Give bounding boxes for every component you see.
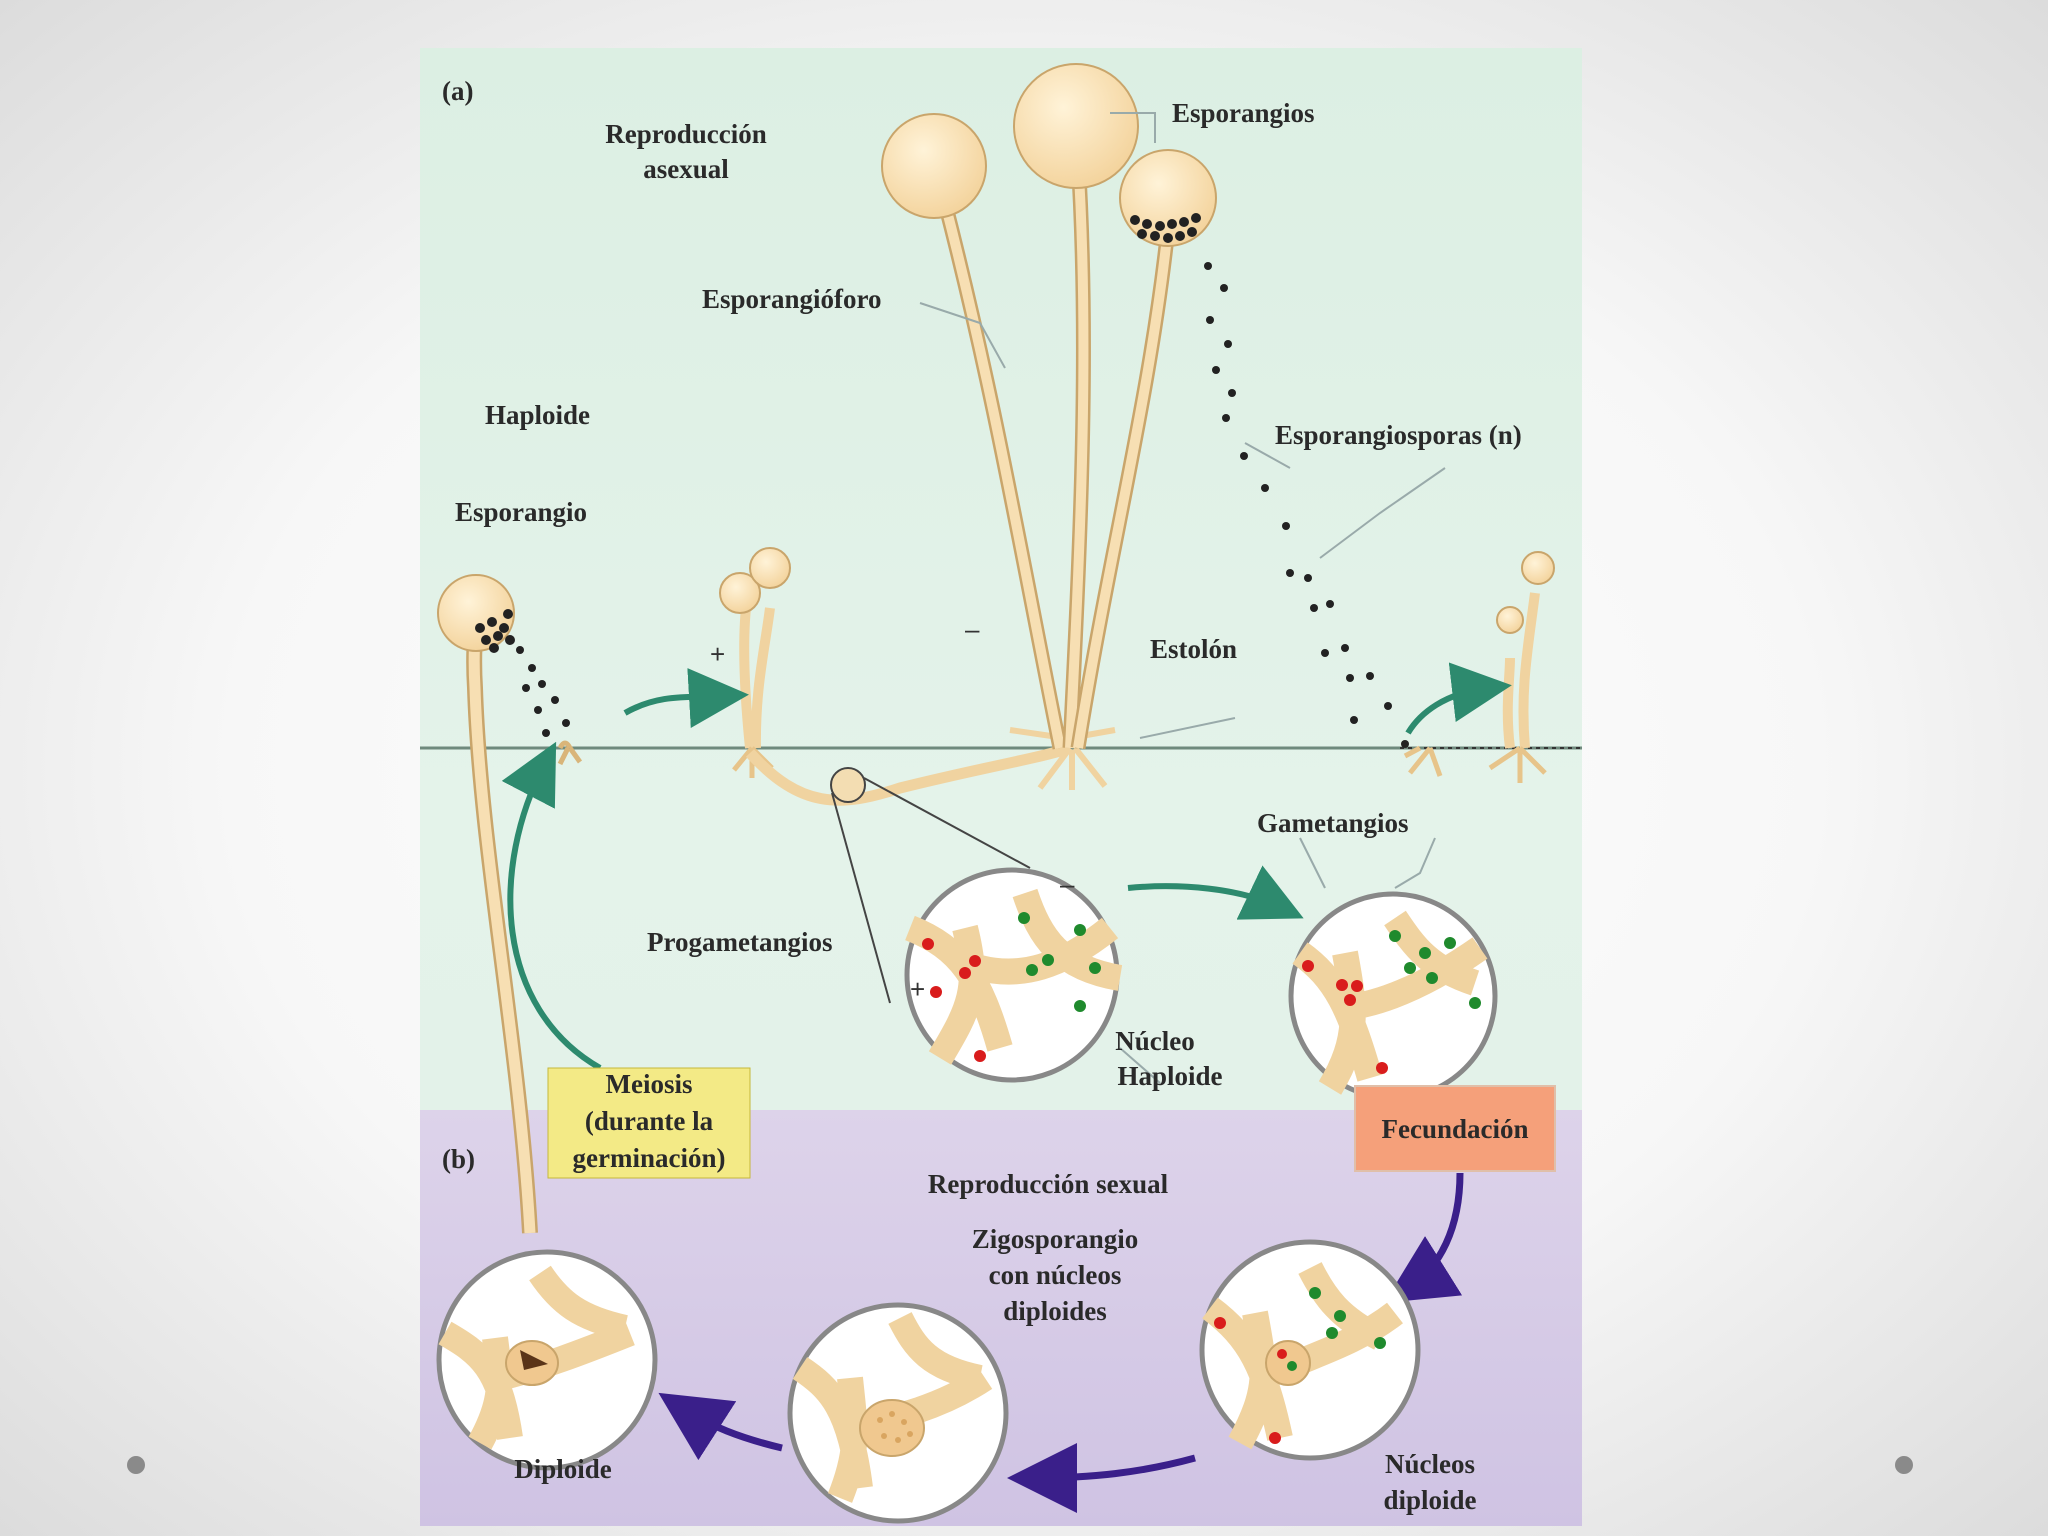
- nucleos-diploide-line1: Núcleos: [1385, 1449, 1475, 1479]
- panel-a-label: (a): [442, 76, 473, 106]
- stolon: [745, 742, 1072, 806]
- young-sporangiophore-plus: [719, 547, 791, 778]
- spores-left-trail: [516, 646, 570, 737]
- esporangio-label: Esporangio: [455, 497, 587, 527]
- sporangium-left: [437, 574, 515, 652]
- nucleo-haploide-line1: Núcleo: [1115, 1026, 1194, 1056]
- arrow-fecundation: [1384, 1172, 1464, 1303]
- meiosis-line2: (durante la: [585, 1106, 714, 1136]
- asexual-label-line1: Reproducción: [605, 119, 767, 149]
- life-cycle-diagram: (a) (b) Reproducción asexual Esporangios…: [420, 63, 1582, 1526]
- panel-b-label: (b): [442, 1144, 475, 1174]
- slide-bullet-left: [127, 1456, 145, 1474]
- arrow-meiosis: [501, 741, 602, 1071]
- arrow-to-zygosporangium: [1007, 1442, 1196, 1513]
- nucleo-haploide-line2: Haploide: [1117, 1061, 1222, 1091]
- arrow-germination-right: [1405, 662, 1512, 735]
- zigosporangio-line1: Zigosporangio: [972, 1224, 1139, 1254]
- zigosporangio-line2: con núcleos: [989, 1260, 1122, 1290]
- minus-sign-sporangiophore: –: [965, 614, 980, 644]
- zygosporangium-circle: [787, 1302, 1009, 1524]
- slide-bullet-right: [1895, 1456, 1913, 1474]
- esporangios-label: Esporangios: [1172, 98, 1315, 128]
- estolon-label: Estolón: [1150, 634, 1237, 664]
- plus-sign-sporangiophore: +: [710, 639, 725, 669]
- germinating-spore-left: [557, 740, 583, 766]
- zoom-line-1: [831, 792, 891, 1004]
- germinating-zygospore-circle: [436, 1249, 658, 1471]
- progametangios-label: Progametangios: [647, 927, 832, 957]
- plus-sign-progametangia: +: [910, 974, 925, 1004]
- meiosis-line3: germinación): [573, 1143, 726, 1173]
- esporangiosporas-label: Esporangiosporas (n): [1275, 420, 1522, 450]
- meiosis-line1: Meiosis: [606, 1069, 693, 1099]
- rhizoids-center: [1009, 727, 1116, 790]
- fecundacion-label: Fecundación: [1381, 1114, 1528, 1144]
- progametangia-circle: [904, 867, 1123, 1083]
- zoom-source-circle: [830, 767, 866, 803]
- tall-sporangiophores: [881, 63, 1217, 750]
- minus-sign-progametangia: –: [1060, 869, 1075, 899]
- haploide-label: Haploide: [485, 400, 590, 430]
- arrow-to-gametangia: [1127, 865, 1304, 920]
- asexual-label-line2: asexual: [643, 154, 729, 184]
- nucleos-diploide-line2: diploide: [1383, 1485, 1476, 1515]
- rhizopus-life-cycle-figure: (a) (b) Reproducción asexual Esporangios…: [420, 48, 1582, 1526]
- spores-left-cluster: [475, 609, 515, 653]
- fecundacion-box: [1354, 1085, 1556, 1172]
- gametangia-circle: [1288, 891, 1498, 1101]
- spores-top-cluster: [1130, 213, 1201, 243]
- diploide-label: Diploide: [514, 1454, 612, 1484]
- arrow-to-diploid: [658, 1392, 783, 1461]
- zoom-line-2: [863, 777, 1031, 869]
- zigosporangio-line3: diploides: [1003, 1296, 1107, 1326]
- arrow-germination-left: [623, 668, 749, 728]
- gametangios-label: Gametangios: [1257, 808, 1409, 838]
- esporangioforo-label: Esporangióforo: [702, 284, 882, 314]
- spores-falling-trail: [1204, 262, 1409, 748]
- sexual-label: Reproducción sexual: [928, 1169, 1169, 1199]
- meiosis-box: [547, 1067, 751, 1179]
- diploid-nuclei-circle: [1199, 1239, 1421, 1461]
